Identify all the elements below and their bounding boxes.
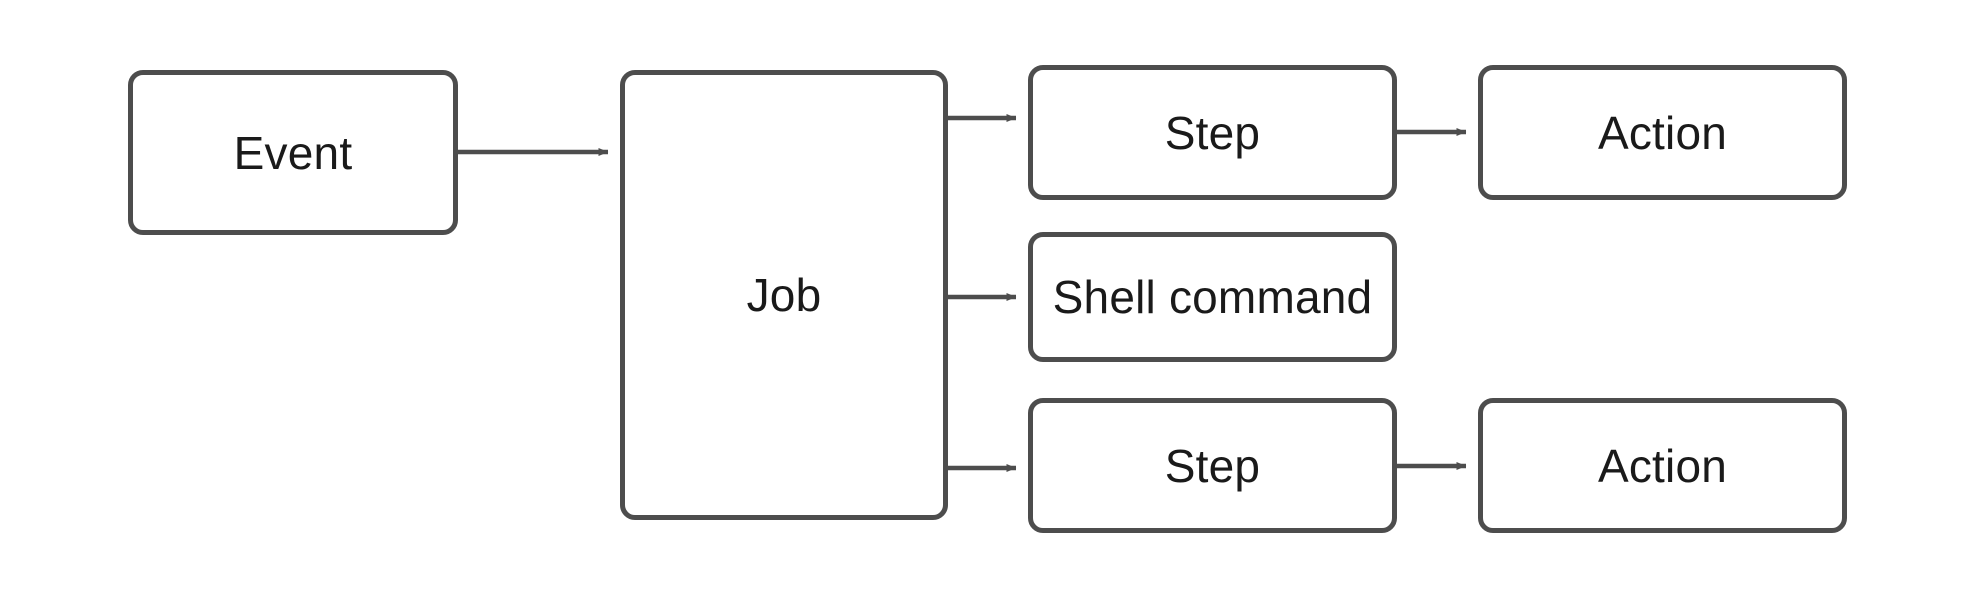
node-action-top-label: Action xyxy=(1597,106,1728,159)
node-job[interactable]: Job xyxy=(620,70,948,520)
node-action-top[interactable]: Action xyxy=(1478,65,1847,200)
node-event-label: Event xyxy=(233,126,353,179)
node-shell-command-label: Shell command xyxy=(1052,271,1373,323)
node-action-bottom[interactable]: Action xyxy=(1478,398,1847,533)
node-step-bottom-label: Step xyxy=(1164,439,1261,492)
node-event[interactable]: Event xyxy=(128,70,458,235)
node-step-top[interactable]: Step xyxy=(1028,65,1397,200)
node-step-top-label: Step xyxy=(1164,106,1261,159)
node-job-label: Job xyxy=(746,269,822,321)
node-shell-command[interactable]: Shell command xyxy=(1028,232,1397,362)
node-step-bottom[interactable]: Step xyxy=(1028,398,1397,533)
node-action-bottom-label: Action xyxy=(1597,439,1728,492)
